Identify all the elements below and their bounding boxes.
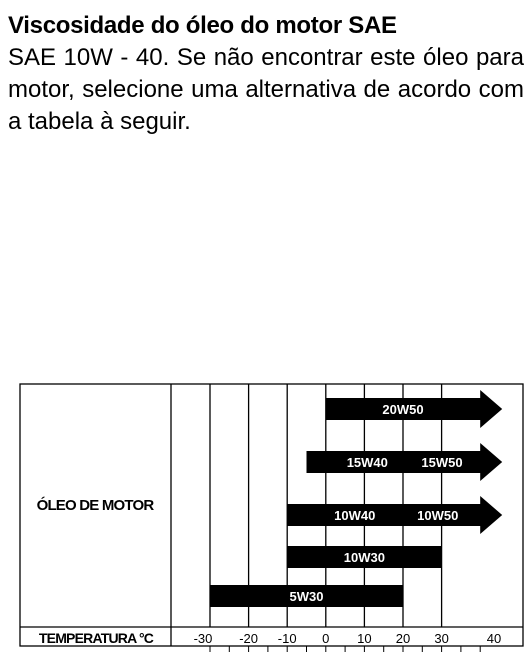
bar-label-3-0: 10W30 xyxy=(344,550,385,565)
heading: Viscosidade do óleo do motor SAE xyxy=(8,12,397,39)
tick-label-0: -30 xyxy=(194,631,213,646)
bar-label-2-1: 10W50 xyxy=(417,508,458,523)
tick-label-5: 20 xyxy=(396,631,410,646)
bar-label-2-0: 10W40 xyxy=(334,508,375,523)
oil-bars: 20W50 15W40 15W50 10W40 10W50 10W30 5W30 xyxy=(210,390,503,607)
tick-labels: -30 -20 -10 0 10 20 30 40 xyxy=(194,631,502,646)
bar-3 xyxy=(287,546,442,568)
bar-label-0-0: 20W50 xyxy=(382,402,423,417)
tick-label-4: 10 xyxy=(357,631,371,646)
bar-arrow-0 xyxy=(325,390,503,428)
tick-label-1: -20 xyxy=(239,631,258,646)
bar-arrow-1 xyxy=(306,443,503,481)
tick-label-7: 40 xyxy=(487,631,501,646)
chart-frame xyxy=(19,383,524,647)
oleo-de-motor-label: ÓLEO DE MOTOR xyxy=(36,497,155,514)
bar-label-4-0: 5W30 xyxy=(290,589,324,604)
tick-label-6: 30 xyxy=(434,631,448,646)
minor-ticks xyxy=(209,646,481,652)
temperatura-label: TEMPERATURA °C xyxy=(38,630,154,646)
tick-label-3: 0 xyxy=(322,631,329,646)
bar-4 xyxy=(210,585,403,607)
tick-label-2: -10 xyxy=(278,631,297,646)
bar-label-1-1: 15W50 xyxy=(421,455,462,470)
intro-paragraph: SAE 10W - 40. Se não encontrar este óleo… xyxy=(8,44,524,135)
bar-label-1-0: 15W40 xyxy=(347,455,388,470)
bar-arrow-2 xyxy=(287,496,503,534)
